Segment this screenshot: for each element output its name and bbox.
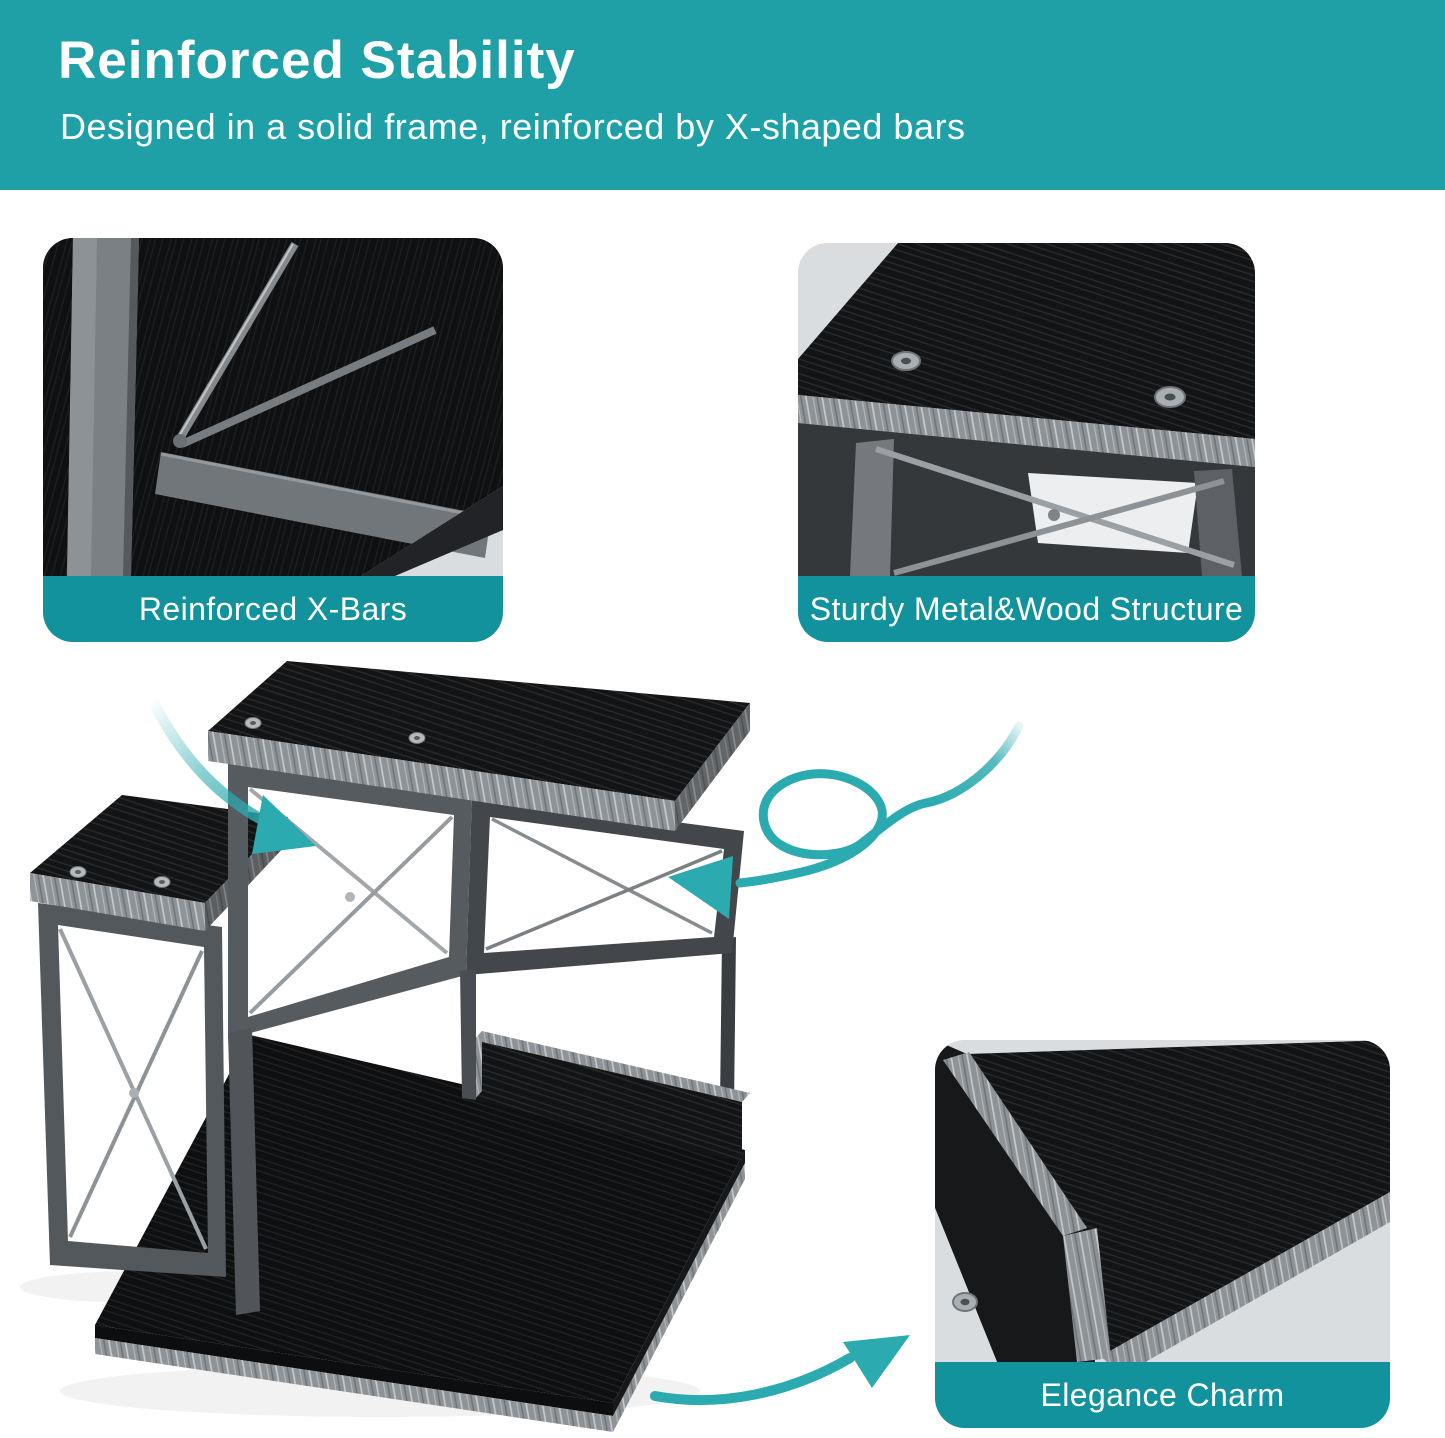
caption-bar: Sturdy Metal&Wood Structure xyxy=(798,576,1255,642)
caption-label: Reinforced X-Bars xyxy=(138,590,408,627)
two-tier-stand-illustration xyxy=(20,661,750,1432)
page-subtitle: Designed in a solid frame, reinforced by… xyxy=(60,106,966,147)
callout-photo-elegance xyxy=(935,1040,1390,1362)
screw xyxy=(1154,386,1186,408)
x-bar xyxy=(485,849,723,951)
caption-label: Sturdy Metal&Wood Structure xyxy=(809,590,1244,627)
callout-card-elegance: Elegance Charm xyxy=(935,1040,1390,1428)
tall-tier-front-leg xyxy=(228,1028,260,1315)
caption-bar: Reinforced X-Bars xyxy=(43,576,503,642)
callout-card-structure: Sturdy Metal&Wood Structure xyxy=(798,243,1255,642)
short-tier-frame xyxy=(38,903,226,1277)
caption-bar: Elegance Charm xyxy=(935,1362,1390,1428)
top-shelf-board xyxy=(208,661,750,831)
tall-tier-center-leg xyxy=(460,969,476,1100)
screw xyxy=(69,866,87,878)
screw xyxy=(891,351,921,371)
page-title: Reinforced Stability xyxy=(58,31,576,90)
header-banner: Reinforced Stability Designed in a solid… xyxy=(0,0,1445,190)
tabletop-underside-closeup xyxy=(798,243,1255,576)
callout-photo-xbars xyxy=(43,238,503,576)
callout-card-xbars: Reinforced X-Bars xyxy=(43,238,503,642)
black-woodgrain-corner-closeup xyxy=(935,1040,1390,1362)
x-bar-corner-closeup xyxy=(43,238,503,576)
main-product-photo xyxy=(20,635,765,1435)
x-bar xyxy=(248,815,454,1015)
screw xyxy=(153,876,171,888)
tall-tier-rear-leg xyxy=(720,937,736,1105)
tall-tier-right-face xyxy=(466,795,744,975)
screw xyxy=(952,1292,978,1312)
screw xyxy=(244,717,262,729)
tall-tier-front-face xyxy=(228,763,476,1315)
screw xyxy=(408,732,426,744)
x-bar xyxy=(248,787,449,955)
callout-photo-structure xyxy=(798,243,1255,576)
caption-label: Elegance Charm xyxy=(1040,1376,1285,1413)
